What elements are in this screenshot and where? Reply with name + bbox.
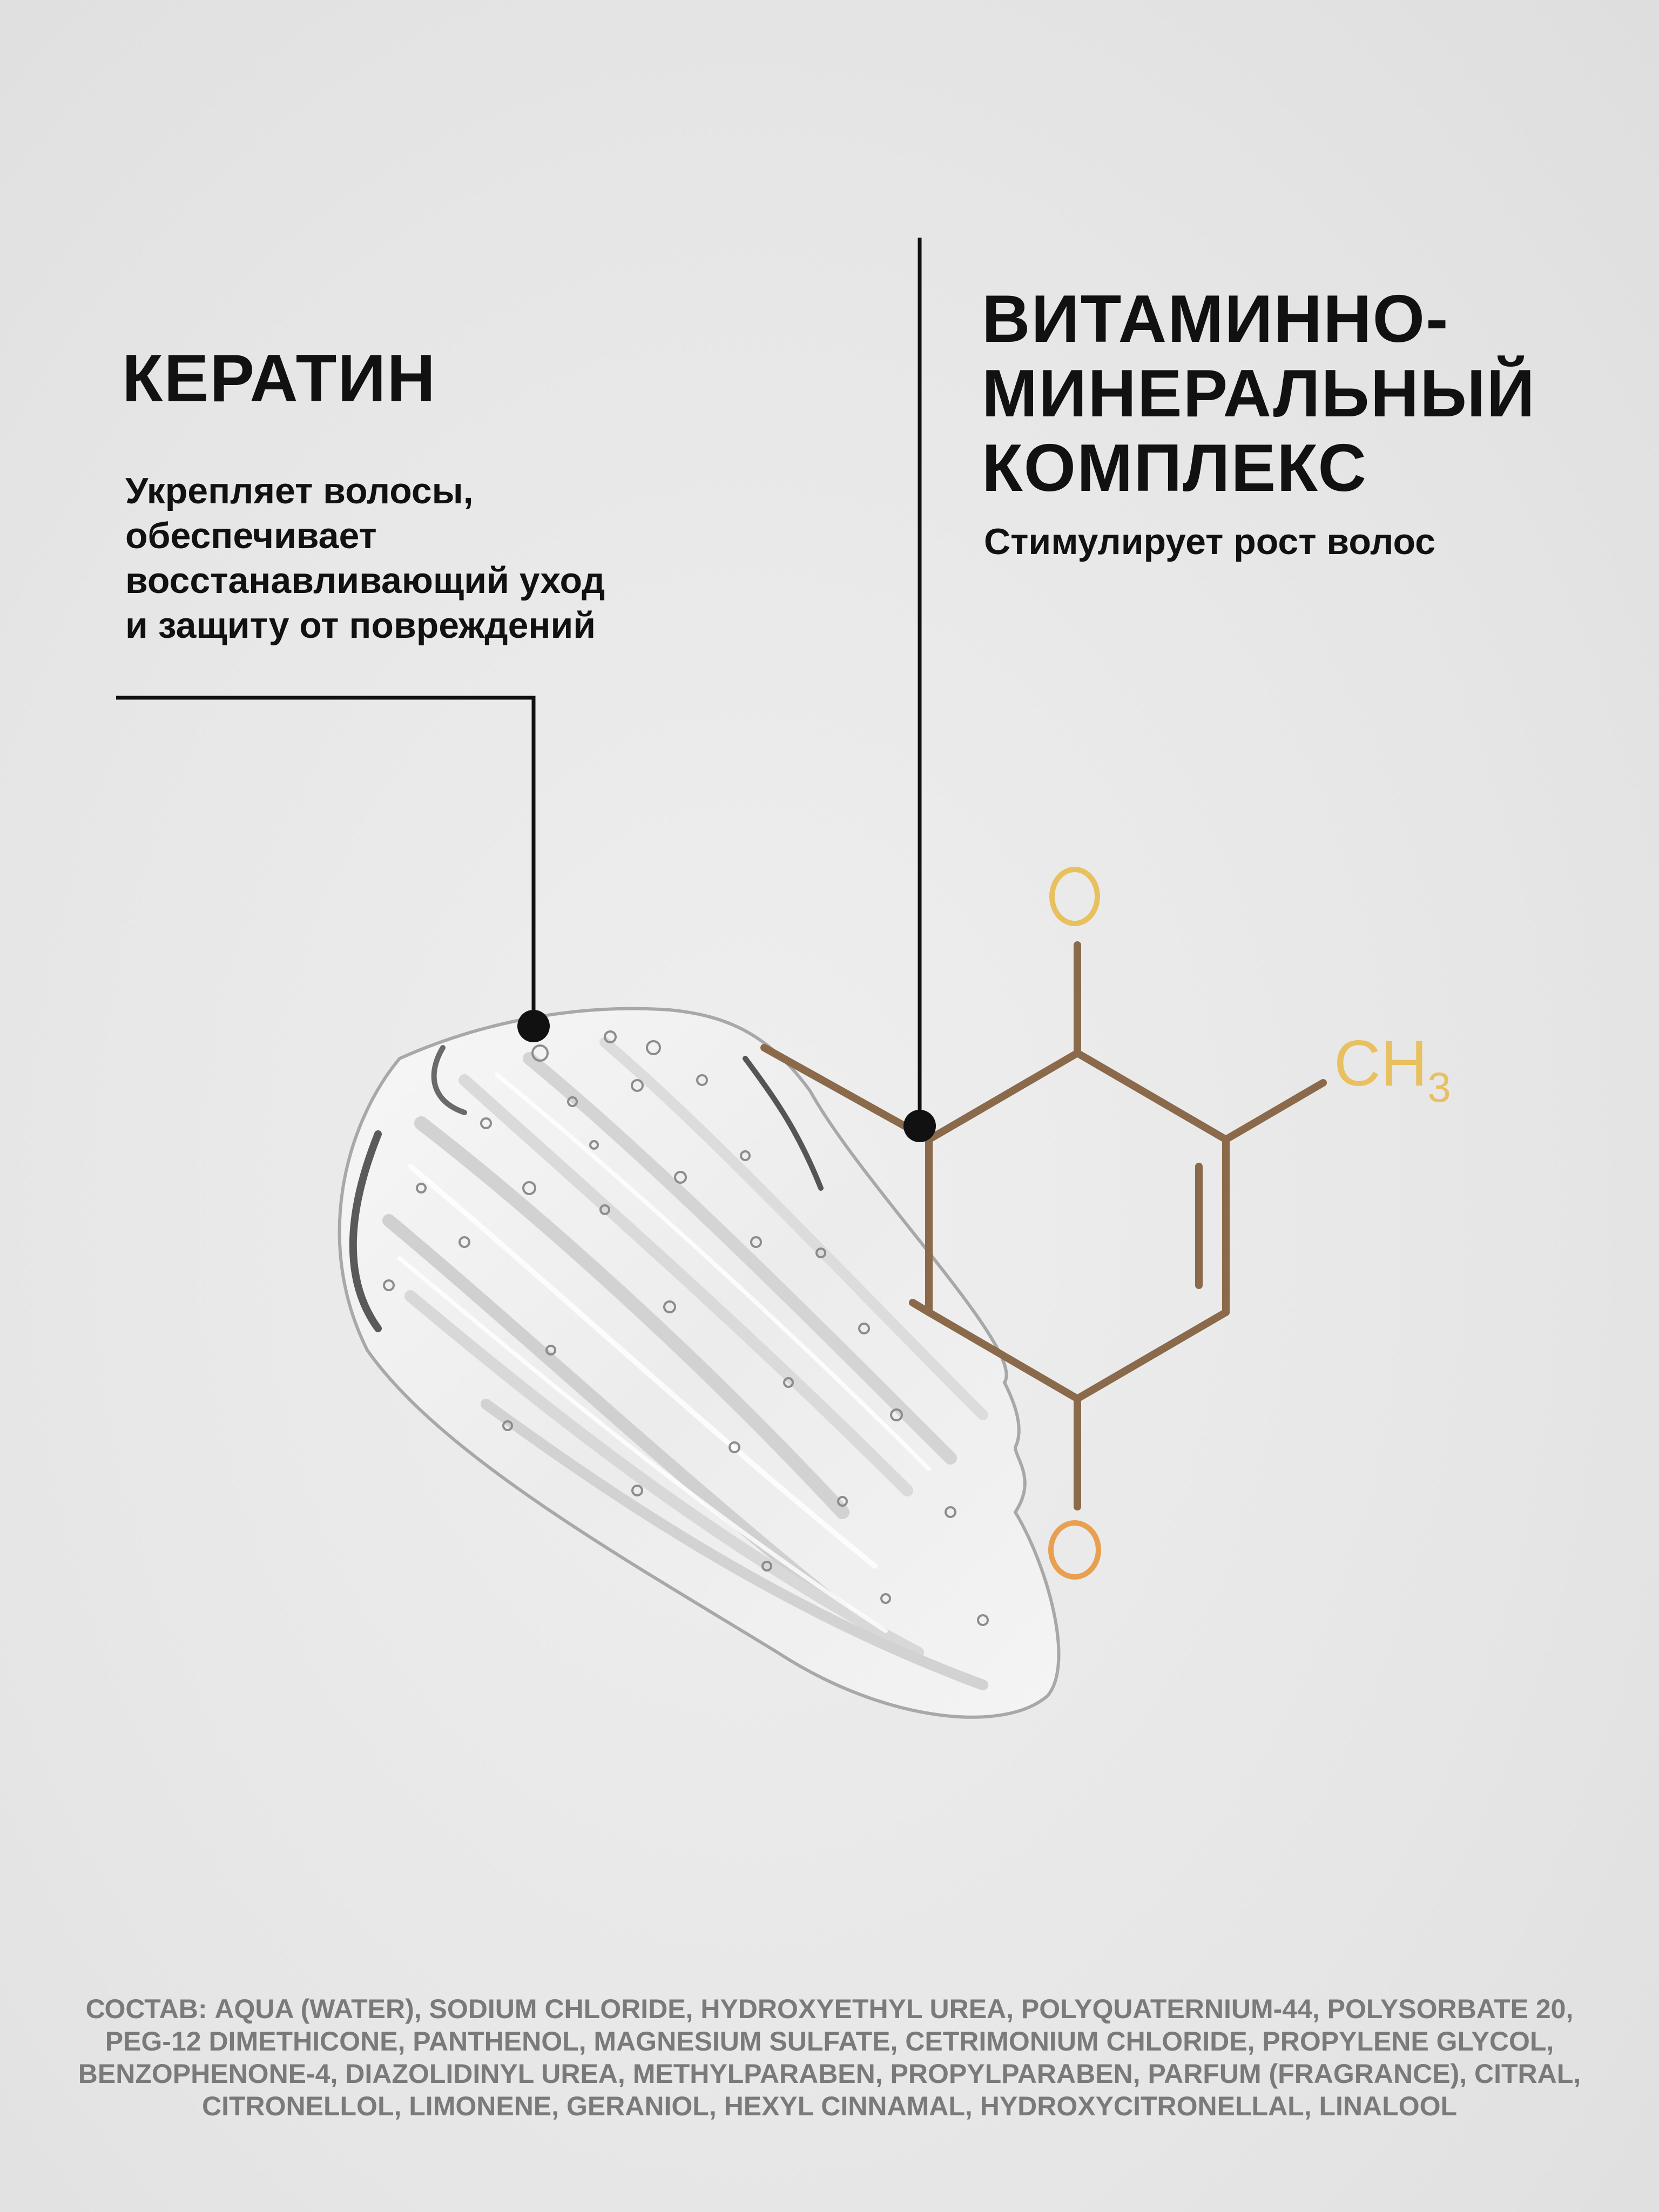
keratin-description-line: обеспечивает: [125, 515, 377, 556]
molecule-structure: CH3: [760, 867, 1451, 1580]
gel-swatch: [338, 1007, 1061, 1719]
keratin-title: КЕРАТИН: [122, 341, 436, 416]
oxygen-top-ring: [1049, 867, 1100, 926]
keratin-callout-dot: [517, 1010, 550, 1042]
vitamin-title-line: ВИТАМИННО-: [982, 282, 1449, 356]
vitamin-callout-dot: [903, 1110, 936, 1142]
molecule-bonds: [760, 941, 1327, 1510]
keratin-description: Укрепляет волосы, обеспечивает восстанав…: [125, 469, 605, 648]
composition-line: CITRONELLOL, LIMONENE, GERANIOL, HEXYL C…: [201, 2091, 1458, 2121]
composition-list: СОСТАВ: AQUA (WATER), SODIUM CHLORIDE, H…: [54, 1993, 1605, 2122]
keratin-description-line: восстанавливающий уход: [125, 560, 605, 601]
keratin-callout: [116, 696, 550, 1042]
vitamin-title-line: МИНЕРАЛЬНЫЙ: [982, 356, 1536, 431]
vitamin-title-line: КОМПЛЕКС: [982, 431, 1367, 505]
oxygen-bottom-ring: [1048, 1520, 1101, 1580]
keratin-description-line: и защиту от повреждений: [125, 605, 596, 646]
composition-line: СОСТАВ: AQUA (WATER), SODIUM CHLORIDE, H…: [85, 1994, 1574, 2024]
composition-line: BENZOPHENONE-4, DIAZOLIDINYL UREA, METHY…: [78, 2059, 1581, 2089]
composition-line: PEG-12 DIMETHICONE, PANTHENOL, MAGNESIUM…: [105, 2026, 1554, 2056]
vitamin-complex-description: Стимулирует рост волос: [984, 521, 1435, 562]
methyl-group-label: CH3: [1334, 1027, 1451, 1111]
vitamin-callout: [903, 238, 936, 1142]
keratin-description-line: Укрепляет волосы,: [125, 470, 474, 511]
vitamin-complex-title: ВИТАМИННО- МИНЕРАЛЬНЫЙ КОМПЛЕКС: [982, 282, 1536, 505]
